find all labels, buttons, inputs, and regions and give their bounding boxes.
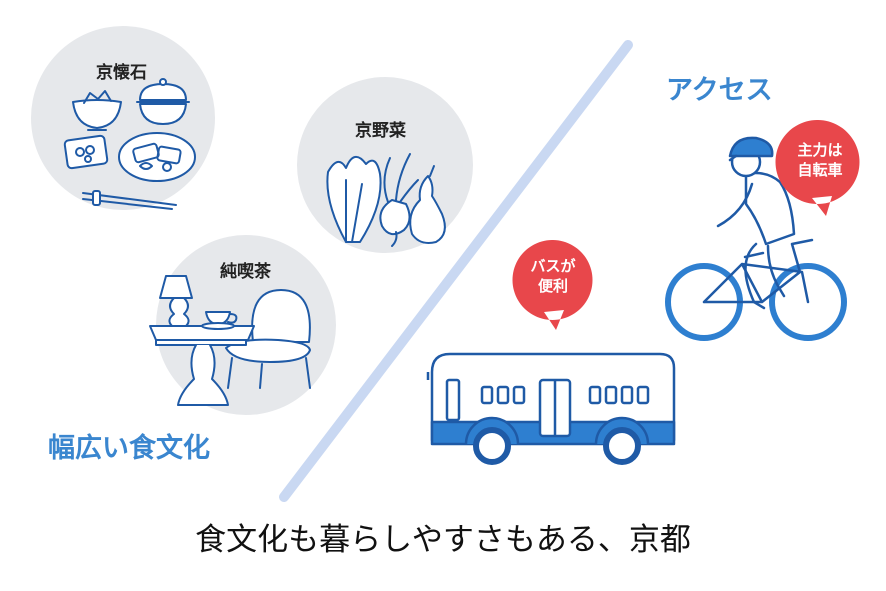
bike-bubble-text: 主力は 自転車	[790, 140, 850, 180]
bus-bubble-shape	[512, 240, 593, 330]
bus-bubble-text: バスが 便利	[523, 256, 583, 296]
kyokaiseki-circle	[31, 26, 215, 210]
access-heading: アクセス	[666, 75, 773, 106]
bus-icon	[426, 352, 676, 465]
junkissa-label: 純喫茶	[220, 262, 271, 282]
bus-bubble-line-1: バスが	[530, 257, 576, 275]
bike-bubble-line-2: 自転車	[797, 161, 843, 179]
bike-bubble-line-1: 主力は	[797, 141, 843, 159]
kyoyasai-label: 京野菜	[355, 121, 406, 141]
bike-bubble-shape	[775, 120, 860, 216]
cyclist-icon	[665, 136, 847, 341]
diagonal-divider	[279, 40, 633, 502]
bus-bubble-line-2: 便利	[537, 277, 568, 295]
kaiseki-icon	[63, 78, 196, 210]
vegetables-icon	[326, 153, 446, 247]
kissa-icon	[149, 275, 311, 406]
kyokaiseki-label: 京懐石	[96, 63, 147, 83]
tagline: 食文化も暮らしやすさもある、京都	[195, 522, 691, 558]
food-culture-heading: 幅広い食文化	[48, 433, 210, 464]
